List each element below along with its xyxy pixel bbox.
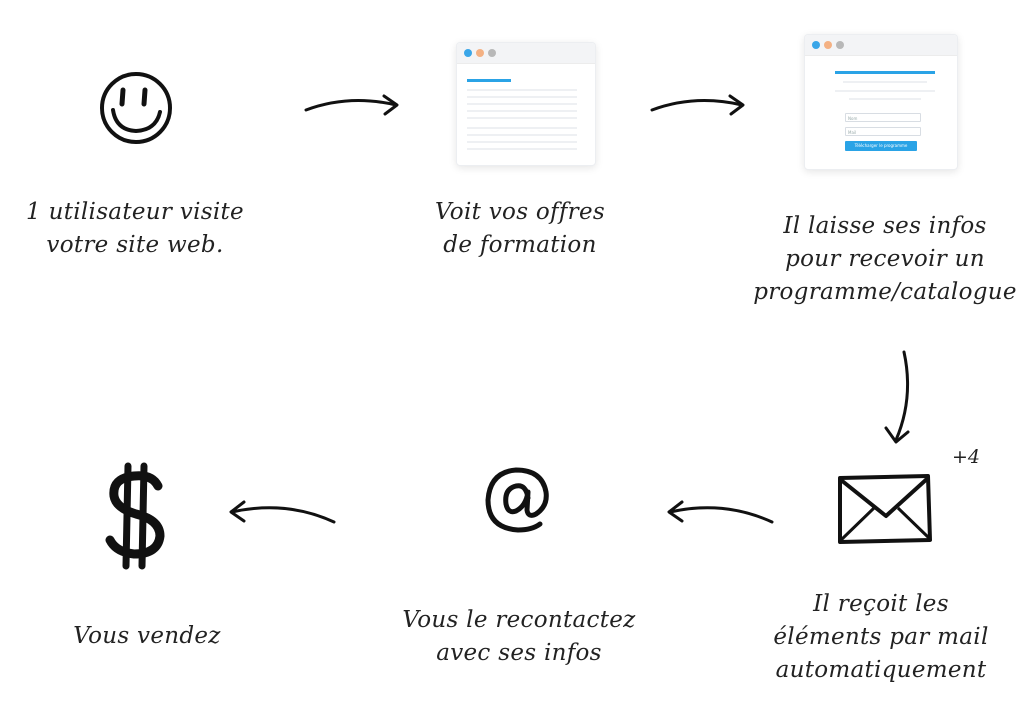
text-line	[467, 89, 577, 91]
text-line	[467, 148, 577, 150]
count-badge: +4	[952, 446, 981, 468]
caption-line: programme/catalogue	[753, 279, 1017, 305]
heading-bar	[835, 71, 935, 74]
caption-line: votre site web.	[46, 232, 224, 258]
browser-offers-icon	[456, 42, 596, 166]
caption-line: 1 utilisateur visite	[26, 199, 244, 225]
caption-line: avec ses infos	[436, 640, 602, 666]
caption-line: Il reçoit les	[813, 591, 949, 617]
arrow-right-icon	[650, 94, 745, 116]
arrow-right-icon	[304, 94, 399, 116]
smiley-icon	[100, 72, 172, 144]
heading-bar	[467, 79, 511, 82]
step-3-caption: Il laisse ses infos pour recevoir un pro…	[752, 210, 1018, 309]
window-dot	[476, 49, 484, 57]
email-field: Mail	[845, 127, 921, 136]
text-line	[467, 141, 577, 143]
browser-form-icon: Nom Mail Télécharger le programme	[804, 34, 958, 170]
window-dot	[812, 41, 820, 49]
at-sign-icon	[485, 467, 549, 533]
step-6-caption: Vous vendez	[40, 620, 254, 653]
text-line	[467, 96, 577, 98]
text-line	[467, 110, 577, 112]
step-1-caption: 1 utilisateur visite votre site web.	[10, 196, 260, 262]
text-line	[467, 103, 577, 105]
text-line	[467, 134, 577, 136]
caption-line: Il laisse ses infos	[783, 213, 987, 239]
text-line	[467, 117, 577, 119]
arrow-left-icon	[229, 500, 336, 524]
arrow-down-icon	[884, 350, 910, 444]
window-dot	[836, 41, 844, 49]
caption-line: de formation	[443, 232, 597, 258]
name-field: Nom	[845, 113, 921, 122]
caption-line: pour recevoir un	[785, 246, 985, 272]
window-dot	[464, 49, 472, 57]
window-dot	[488, 49, 496, 57]
caption-line: Vous vendez	[73, 623, 221, 649]
step-2-caption: Voit vos offres de formation	[400, 196, 640, 262]
browser-titlebar	[805, 35, 957, 56]
caption-line: automatiquement	[775, 657, 987, 683]
caption-line: Vous le recontactez	[402, 607, 636, 633]
download-button: Télécharger le programme	[845, 141, 917, 151]
arrow-left-icon	[667, 500, 774, 524]
envelope-icon	[838, 474, 932, 544]
caption-line: Voit vos offres	[435, 199, 605, 225]
window-dot	[824, 41, 832, 49]
text-line	[849, 98, 921, 100]
step-4-caption: Il reçoit les éléments par mail automati…	[748, 588, 1014, 687]
text-line	[467, 127, 577, 129]
caption-line: éléments par mail	[773, 624, 989, 650]
dollar-icon	[105, 462, 165, 570]
text-line	[835, 90, 935, 92]
browser-titlebar	[457, 43, 595, 64]
step-5-caption: Vous le recontactez avec ses infos	[394, 604, 644, 670]
text-line	[843, 81, 927, 83]
